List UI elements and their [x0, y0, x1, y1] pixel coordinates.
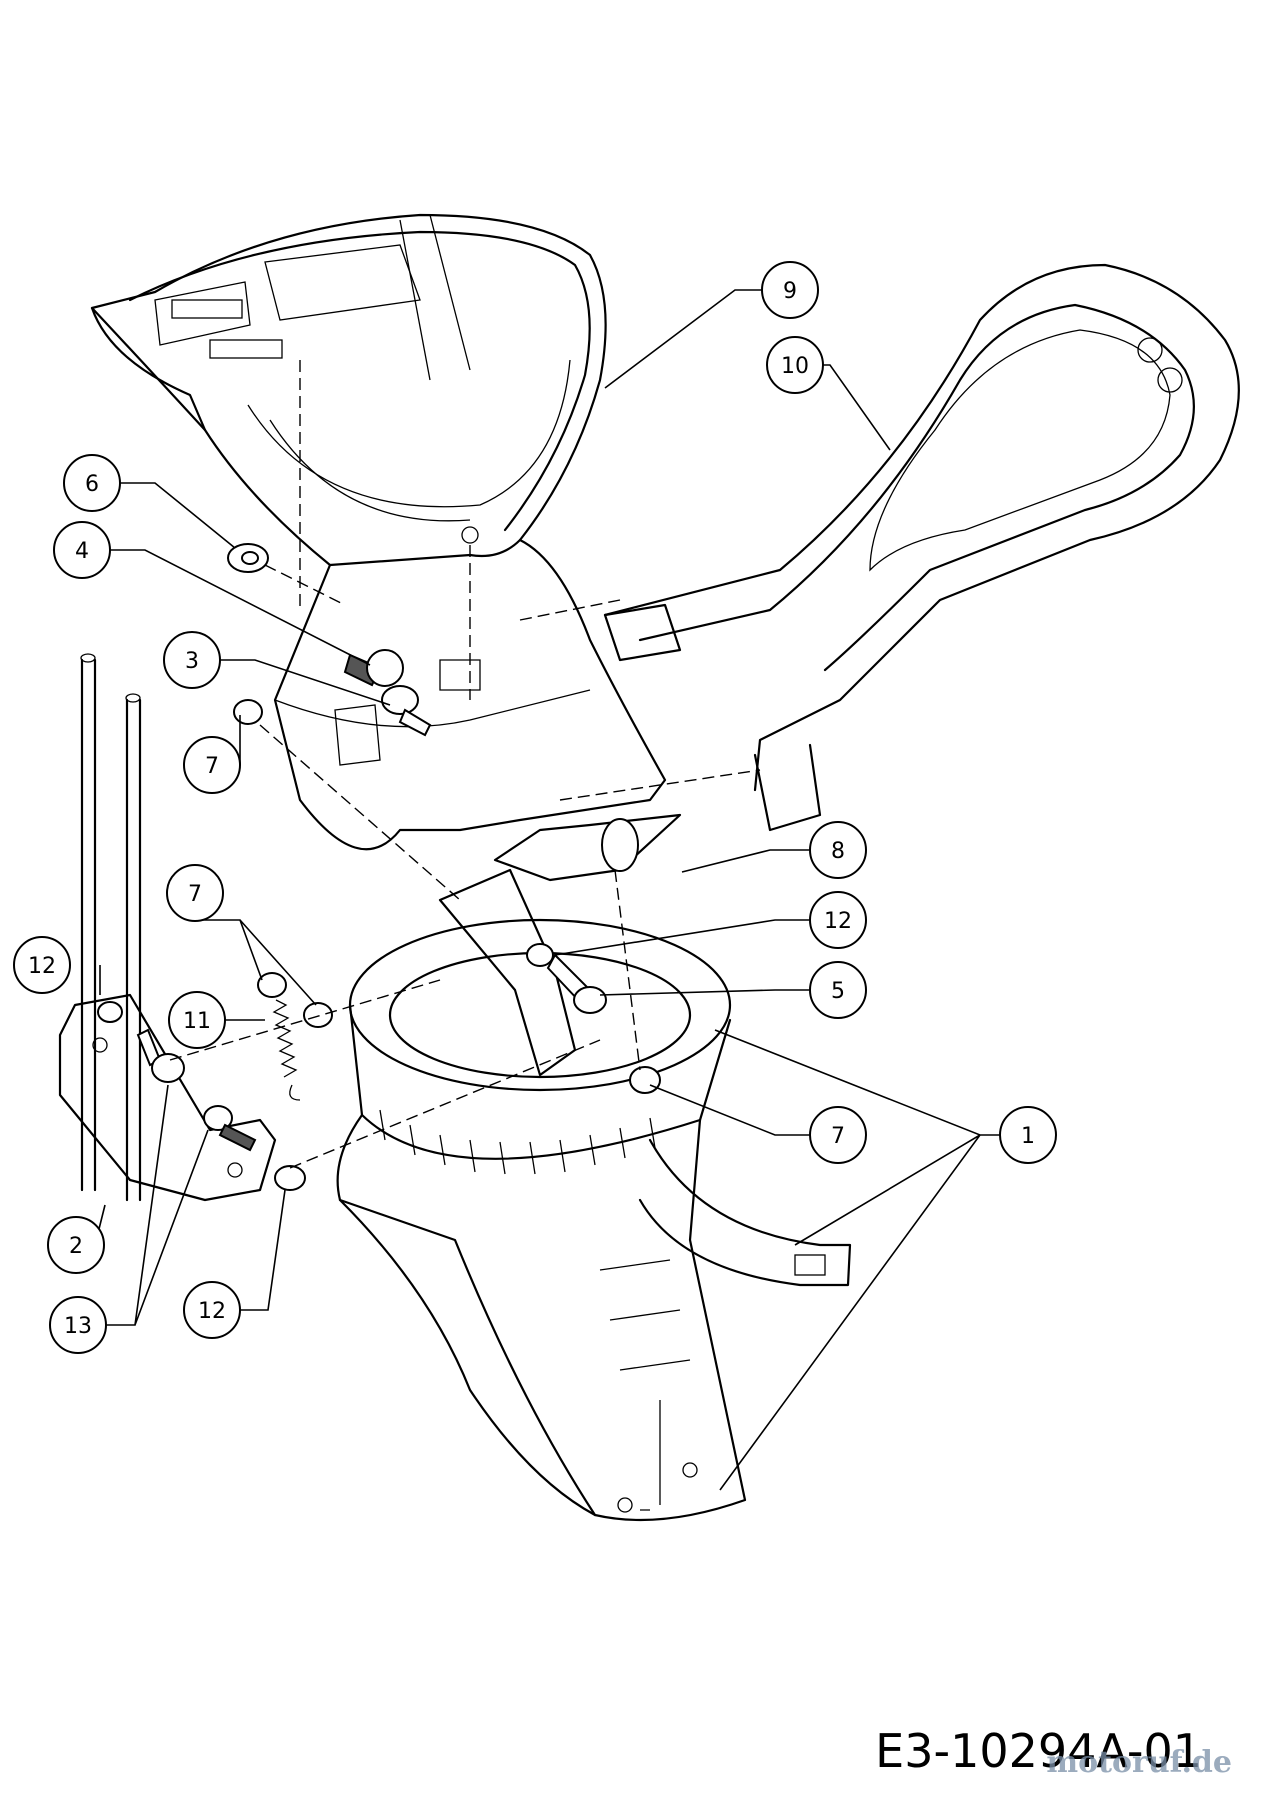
svg-text:8: 8 [831, 839, 845, 864]
svg-text:13: 13 [64, 1314, 92, 1339]
callout-7-lower: 7 [809, 1106, 867, 1164]
svg-text:9: 9 [783, 279, 797, 304]
hardware-parts [97, 543, 661, 1191]
callout-8: 8 [809, 821, 867, 879]
callout-3: 3 [163, 631, 221, 689]
svg-text:1: 1 [1021, 1124, 1035, 1149]
drawing-code-label: E3-10294A-01 [875, 1724, 1202, 1778]
callout-12-bottom: 12 [183, 1281, 241, 1339]
svg-text:3: 3 [185, 649, 199, 674]
chute-handle-part [603, 263, 1240, 832]
callout-7-upper: 7 [183, 736, 241, 794]
svg-text:4: 4 [75, 539, 89, 564]
svg-text:7: 7 [205, 754, 219, 779]
callout-11: 11 [168, 991, 226, 1049]
assembly-dashed-lines [169, 360, 761, 1169]
callout-1: 1 [999, 1106, 1057, 1164]
lower-chute-assembly-part [336, 868, 852, 1522]
callout-10: 10 [766, 336, 824, 394]
svg-text:6: 6 [85, 472, 99, 497]
svg-text:2: 2 [69, 1234, 83, 1259]
callout-5: 5 [809, 961, 867, 1019]
latch-lever-part [493, 813, 682, 882]
svg-text:12: 12 [824, 909, 852, 934]
upper-chute-part [90, 213, 667, 851]
svg-text:12: 12 [198, 1299, 226, 1324]
svg-text:10: 10 [781, 354, 809, 379]
svg-text:12: 12 [28, 954, 56, 979]
rod-bracket-part [58, 653, 277, 1202]
callout-13: 13 [49, 1296, 107, 1354]
callout-7-middle: 7 [166, 864, 224, 922]
callout-6: 6 [63, 454, 121, 512]
callout-2: 2 [47, 1216, 105, 1274]
svg-text:11: 11 [183, 1009, 211, 1034]
callout-12-right: 12 [809, 891, 867, 949]
svg-text:7: 7 [188, 882, 202, 907]
callout-9: 9 [761, 261, 819, 319]
callout-4: 4 [53, 521, 111, 579]
svg-text:7: 7 [831, 1124, 845, 1149]
callout-12-left: 12 [13, 936, 71, 994]
watermark-logo: motoruf.de [1046, 1745, 1232, 1780]
svg-text:5: 5 [831, 979, 845, 1004]
